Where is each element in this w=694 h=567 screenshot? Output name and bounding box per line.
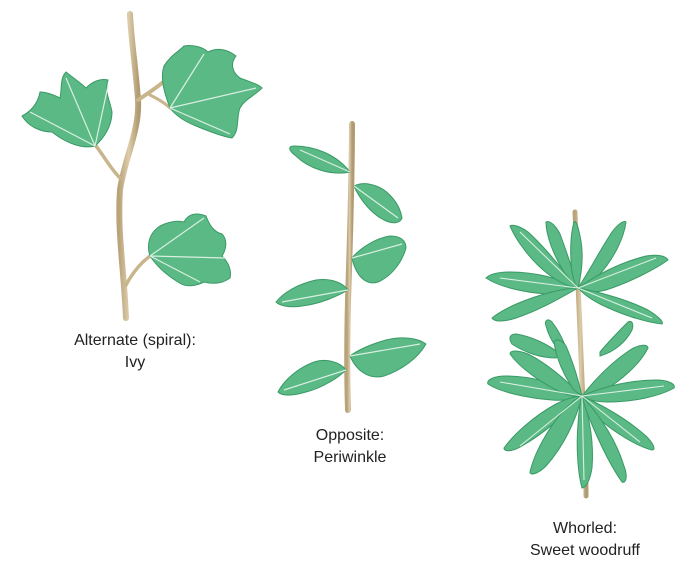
- periwinkle-stem: [347, 124, 352, 410]
- caption-opposite: Opposite: Periwinkle: [280, 425, 420, 469]
- periwinkle-leaf: [278, 360, 346, 395]
- caption-whorled: Whorled: Sweet woodruff: [510, 518, 660, 562]
- caption-alternate: Alternate (spiral): Ivy: [20, 330, 250, 374]
- ivy-lower-petiole: [126, 256, 150, 285]
- ivy-leaf-upper-right: [162, 45, 262, 138]
- periwinkle-leaf: [290, 146, 350, 173]
- caption-whorled-plant: Sweet woodruff: [510, 540, 660, 562]
- ivy-leaf-left: [22, 72, 112, 147]
- caption-opposite-type: Opposite:: [280, 425, 420, 447]
- caption-opposite-plant: Periwinkle: [280, 447, 420, 469]
- ivy-leaf-lower: [148, 214, 230, 286]
- periwinkle-leaf: [350, 338, 426, 377]
- ivy-illustration: [22, 14, 262, 318]
- ivy-left-petiole: [96, 146, 120, 178]
- caption-whorled-type: Whorled:: [510, 518, 660, 540]
- periwinkle-illustration: [276, 124, 426, 410]
- sweet-woodruff-illustration: [486, 212, 674, 496]
- caption-alternate-plant: Ivy: [20, 352, 250, 374]
- periwinkle-leaf: [276, 279, 348, 306]
- caption-alternate-type: Alternate (spiral):: [20, 330, 250, 352]
- periwinkle-leaf: [352, 236, 406, 283]
